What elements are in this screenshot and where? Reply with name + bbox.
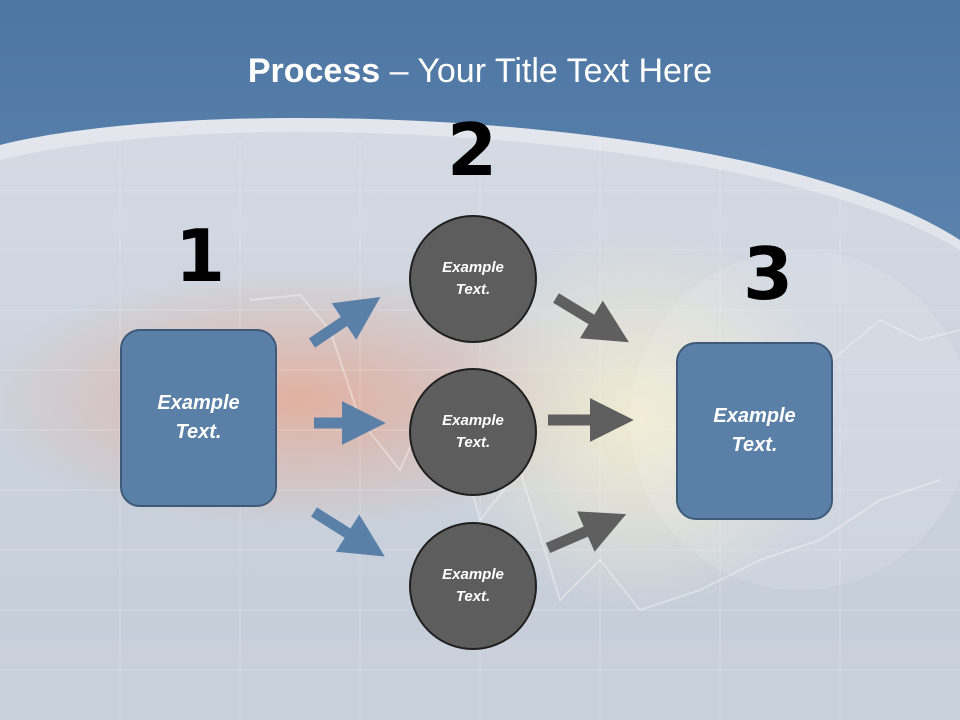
- left-box-label: Example Text.: [157, 392, 240, 443]
- process-circle-bottom[interactable]: Example Text.: [409, 522, 537, 650]
- circle-label-middle: Example Text.: [442, 411, 504, 452]
- left-process-box[interactable]: Example Text.: [120, 329, 277, 507]
- circle-label-bottom: Example Text.: [442, 565, 504, 606]
- slide-title: Process – Your Title Text Here: [0, 52, 960, 91]
- step-number-1: 1: [174, 214, 226, 298]
- process-circle-middle[interactable]: Example Text.: [409, 368, 537, 496]
- step-number-2: 2: [446, 108, 498, 192]
- circle-label-top: Example Text.: [442, 258, 504, 299]
- title-bold: Process: [247, 52, 381, 90]
- title-rest: – Your Title Text Here: [380, 52, 713, 90]
- step-number-3: 3: [742, 232, 794, 316]
- right-box-label: Example Text.: [713, 405, 796, 456]
- right-process-box[interactable]: Example Text.: [676, 342, 833, 520]
- process-circle-top[interactable]: Example Text.: [409, 215, 537, 343]
